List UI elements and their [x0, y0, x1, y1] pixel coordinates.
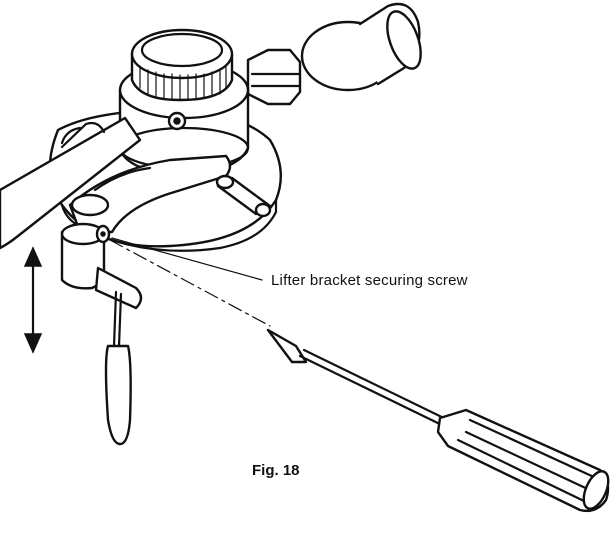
callout-label: Lifter bracket securing screw	[271, 272, 468, 289]
tonearm-pipe	[0, 116, 142, 250]
lift-lever	[94, 266, 143, 446]
top-knob	[130, 28, 234, 102]
alignment-line	[109, 239, 271, 327]
figure-caption: Fig. 18	[252, 462, 300, 479]
base-peg	[215, 174, 272, 218]
counterweight	[246, 2, 422, 106]
up-down-arrow	[23, 246, 43, 354]
screwdriver	[266, 328, 610, 513]
callout-leader	[111, 237, 263, 281]
lifter-bracket	[68, 154, 232, 234]
